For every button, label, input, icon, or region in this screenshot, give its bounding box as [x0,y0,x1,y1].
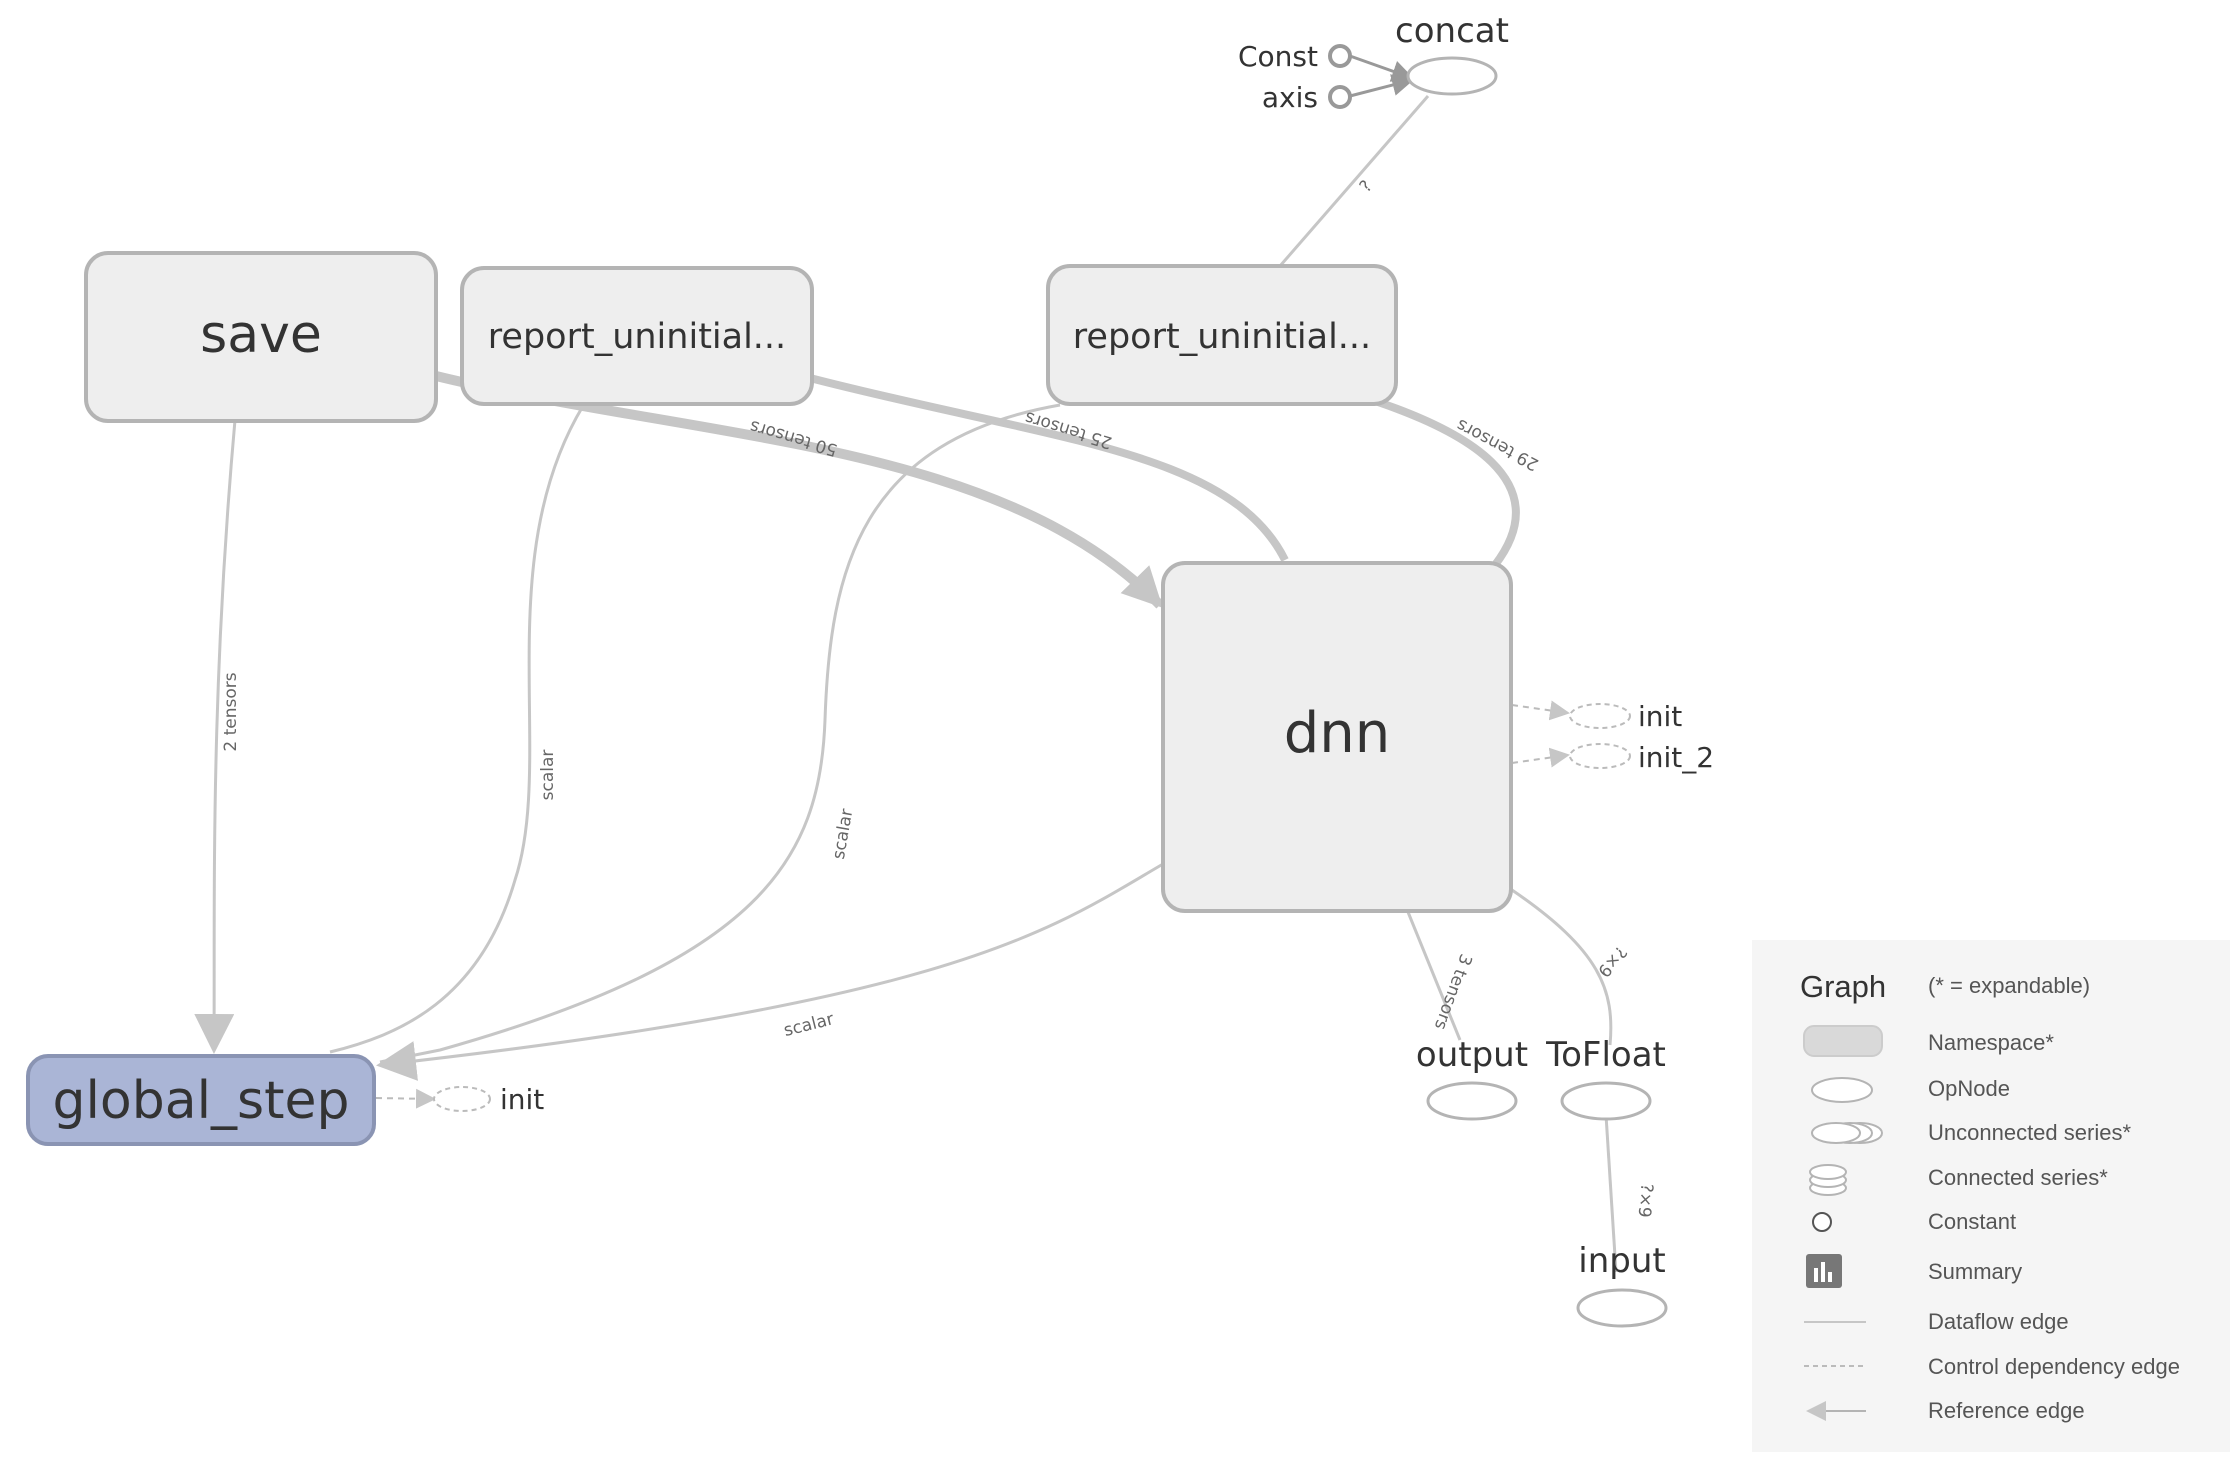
node-concat[interactable]: concat [1395,11,1509,96]
node-label-concat: concat [1395,11,1509,51]
legend-opnode-label: OpNode [1928,1076,2010,1101]
node-label-init-global-step: init [500,1083,544,1116]
edge-label-report2-to-global-step: scalar [829,807,858,860]
node-report-uninitialized-1[interactable]: report_uninitial... [460,266,814,406]
edge-label-save-to-global-step: 2 tensors [221,672,241,751]
node-label-init-dnn: init [1638,700,1682,733]
edge-dnn-to-init[interactable] [1511,700,1570,721]
node-global-step[interactable]: global_step [26,1054,376,1146]
edge-report1-to-dnn[interactable] [809,374,1289,562]
legend-control-label: Control dependency edge [1928,1354,2180,1379]
legend-namespace-label: Namespace* [1928,1030,2054,1055]
node-label-output: output [1416,1035,1528,1075]
edge-label-save-to-dnn: 50 tensors [747,416,839,460]
node-label-axis: axis [1262,81,1318,114]
node-label-report-uninitialized-1: report_uninitial... [488,317,786,357]
legend-constant-label: Constant [1928,1209,2016,1234]
node-label-tofloat: ToFloat [1545,1035,1666,1075]
node-output[interactable]: output [1416,1035,1528,1121]
node-label-report-uninitialized-2: report_uninitial... [1073,317,1371,357]
edge-label-dnn-to-global-step: scalar [782,1009,836,1041]
legend-unconnected-label: Unconnected series* [1928,1120,2131,1145]
edge-save-to-dnn[interactable] [434,371,1164,609]
edge-report2-to-global-step[interactable] [379,403,1061,1064]
edge-dnn-to-global-step[interactable] [376,862,1164,1081]
legend-reference-label: Reference edge [1928,1398,2085,1423]
legend-summary-label: Summary [1928,1259,2022,1284]
edge-report2-to-dnn[interactable] [1376,398,1520,568]
node-const[interactable]: Const [1238,40,1352,73]
edge-input-to-tofloat[interactable] [1604,1114,1618,1273]
edge-label-input-to-tofloat: ?×9 [1634,1183,1657,1219]
edge-label-report1-to-global-step: scalar [538,750,558,801]
legend-connected-swatch [1809,1164,1847,1196]
legend: Graph (* = expandable) Namespace* OpNode… [1752,940,2230,1452]
node-label-init-2-dnn: init_2 [1638,741,1714,774]
node-input[interactable]: input [1576,1241,1668,1328]
node-label-const: Const [1238,40,1318,73]
node-init-2-dnn[interactable]: init_2 [1569,741,1714,774]
edge-label-report1-to-dnn: 25 tensors [1022,407,1114,452]
edge-dnn-to-tofloat[interactable] [1511,888,1613,1046]
node-label-global-step: global_step [52,1071,349,1131]
edge-save-to-global-step[interactable] [194,419,237,1054]
legend-summary-swatch [1806,1254,1842,1288]
node-label-dnn: dnn [1284,701,1391,766]
legend-unconnected-swatch [1811,1122,1883,1144]
edge-dnn-to-output[interactable] [1406,911,1462,1041]
legend-opnode-swatch [1811,1077,1873,1103]
node-axis[interactable]: axis [1262,81,1352,114]
edge-report1-to-global-step[interactable] [329,405,585,1054]
node-label-input: input [1578,1241,1665,1281]
edge-label-dnn-to-output: 3 tensors [1430,951,1476,1032]
edge-dnn-to-init-2[interactable] [1511,747,1570,768]
edge-global-step-to-init[interactable] [375,1088,436,1109]
edge-const-to-concat[interactable] [1349,54,1415,82]
node-label-save: save [200,305,322,365]
node-dnn[interactable]: dnn [1161,561,1513,913]
legend-title: Graph [1800,969,1886,1004]
node-save[interactable]: save [84,251,438,423]
node-init-global-step[interactable]: init [433,1083,544,1116]
node-init-dnn[interactable]: init [1569,700,1682,733]
legend-subtitle: (* = expandable) [1928,973,2090,998]
legend-dataflow-label: Dataflow edge [1928,1309,2069,1334]
edge-axis-to-concat[interactable] [1349,74,1415,98]
edge-concat-to-report2[interactable] [1278,95,1430,267]
edge-label-concat-to-report2: ? [1356,177,1377,197]
node-tofloat[interactable]: ToFloat [1545,1035,1666,1121]
legend-namespace-swatch [1803,1025,1883,1057]
node-report-uninitialized-2[interactable]: report_uninitial... [1046,264,1398,406]
legend-constant-swatch [1812,1212,1832,1232]
legend-connected-label: Connected series* [1928,1165,2108,1190]
